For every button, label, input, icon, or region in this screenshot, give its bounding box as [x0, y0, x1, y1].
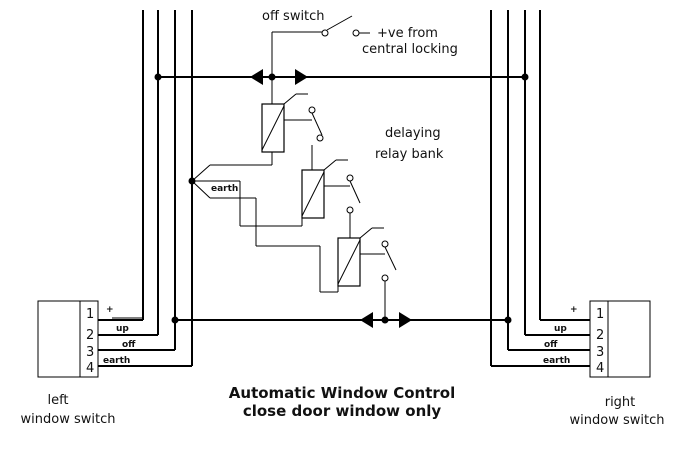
left-terminal-2: 2 [86, 328, 94, 343]
right-wire-off-label: off [544, 340, 558, 350]
central-locking-label: central locking [362, 42, 458, 57]
earth-connections [188, 152, 339, 293]
right-terminal-3: 3 [596, 345, 604, 360]
left-switch-caption-line2: window switch [21, 412, 116, 427]
diode-right-upper [295, 69, 308, 85]
left-terminal-3: 3 [86, 345, 94, 360]
right-wire-earth-label: earth [543, 356, 570, 366]
left-bus-wires [98, 10, 193, 367]
relay-bank-label: relay bank [375, 147, 444, 162]
diode-left-lower [360, 312, 373, 328]
right-wire-up-label: up [554, 324, 567, 334]
off-switch [271, 15, 370, 77]
left-wire-earth-label: earth [103, 356, 130, 366]
relay-3 [337, 213, 397, 320]
left-terminal-1: 1 [86, 307, 94, 322]
diagram-title-line2: close door window only [243, 402, 442, 420]
relay-bank [188, 77, 397, 320]
upper-rail [154, 69, 529, 85]
left-window-switch [37, 300, 99, 378]
left-plus-label: + [106, 305, 114, 315]
diode-right-lower [399, 312, 412, 328]
right-bus-wires [490, 10, 590, 367]
diagram-title-line1: Automatic Window Control [229, 384, 455, 402]
earth-label: earth [211, 184, 238, 194]
positive-feed-label: +ve from [377, 26, 438, 41]
delaying-label: delaying [385, 126, 441, 141]
diode-left-upper [250, 69, 263, 85]
left-terminal-4: 4 [86, 361, 94, 376]
left-switch-caption-line1: left [47, 393, 68, 408]
left-wire-up-label: up [116, 324, 129, 334]
right-switch-caption-line1: right [605, 395, 636, 410]
relay-2 [301, 145, 361, 219]
right-plus-label: + [570, 305, 578, 315]
right-terminal-1: 1 [596, 307, 604, 322]
left-wire-off-label: off [122, 340, 136, 350]
lower-rail [171, 312, 512, 328]
right-terminal-2: 2 [596, 328, 604, 343]
off-switch-label: off switch [262, 9, 325, 24]
right-window-switch [589, 300, 651, 378]
right-switch-caption-line2: window switch [570, 413, 665, 428]
relay-1 [261, 77, 324, 160]
right-terminal-4: 4 [596, 361, 604, 376]
